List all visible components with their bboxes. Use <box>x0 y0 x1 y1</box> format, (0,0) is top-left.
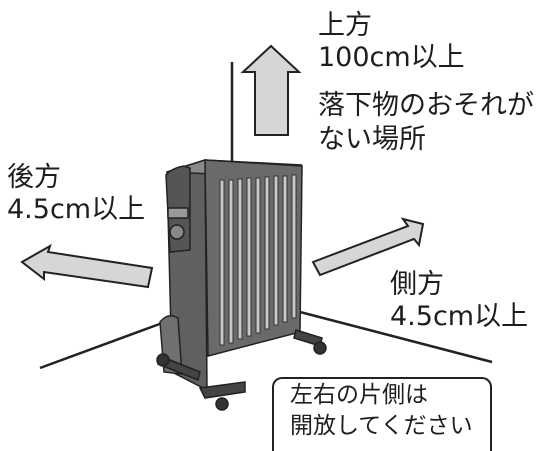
oil-heater-illustration <box>156 158 327 411</box>
top-clearance-heading: 上方 <box>318 10 372 41</box>
top-clearance-distance: 100cm以上 <box>318 42 465 73</box>
caster-wheel <box>156 353 170 367</box>
callout-line1: 左右の片側は <box>290 382 428 408</box>
callout-line2: 開放してください <box>290 413 473 439</box>
caster-wheel <box>215 397 229 411</box>
control-buttons <box>167 207 189 219</box>
side-clearance-heading: 側方 <box>390 269 444 300</box>
floor-guide-lines <box>39 62 493 370</box>
top-clearance-note-line1: 落下物のおそれが <box>318 90 534 121</box>
callout-box <box>272 377 492 451</box>
side-arrow <box>311 217 425 277</box>
back-clearance-heading: 後方 <box>7 162 61 193</box>
side-clearance-distance: 4.5cm以上 <box>390 301 529 332</box>
dial-knob <box>169 224 185 240</box>
top-clearance-note-line2: ない場所 <box>318 124 426 155</box>
up-arrow <box>240 44 302 136</box>
back-arrow <box>20 243 154 289</box>
back-clearance-distance: 4.5cm以上 <box>7 194 146 225</box>
caster-wheel <box>313 341 327 355</box>
